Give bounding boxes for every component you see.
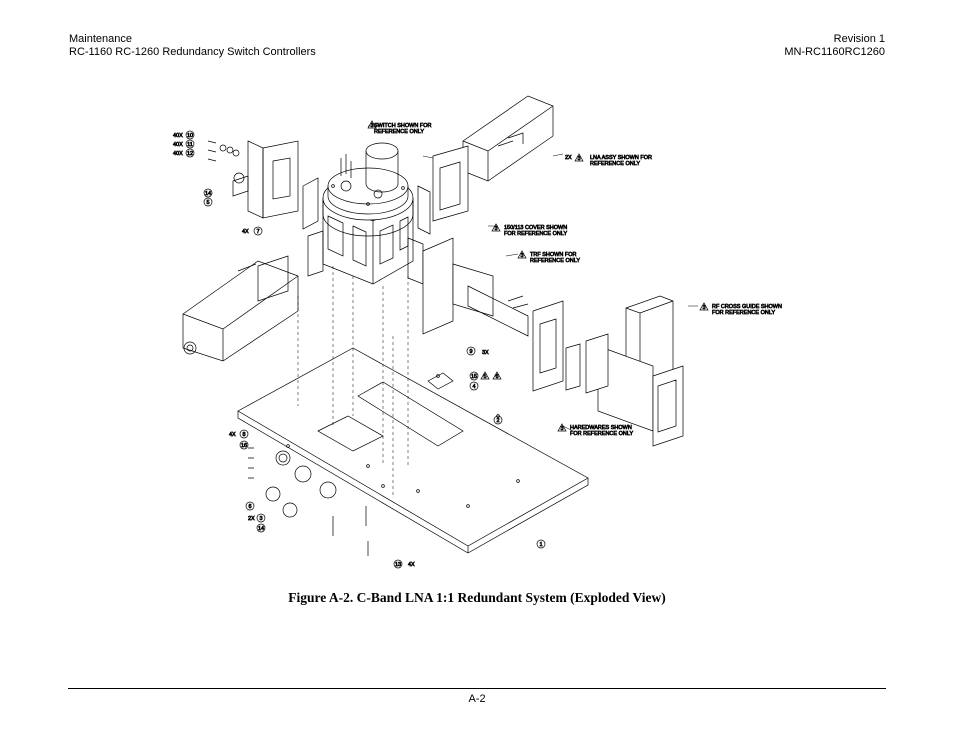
callout-trf-line2: REFERENCE ONLY <box>530 258 580 264</box>
balloon-9: 9 <box>469 349 472 355</box>
header-document-number: MN-RC1160RC1260 <box>784 46 885 58</box>
qty-label: 3X <box>482 350 489 356</box>
triangle-3: 3 <box>520 253 523 259</box>
balloon-5: 5 <box>206 200 209 206</box>
gasket <box>302 177 319 230</box>
callout-rfcross-line1: RF CROSS GUIDE SHOWN <box>712 304 782 310</box>
triangle-5: 5 <box>483 374 486 380</box>
balloon-1: 1 <box>539 542 542 548</box>
balloon-4: 4 <box>472 384 475 390</box>
header-revision: Revision 1 <box>833 33 885 45</box>
drawing-svg: SWITCH SHOWN FOR REFERENCE ONLY LNA ASSY… <box>173 95 782 569</box>
qty-label: 4X <box>242 229 249 235</box>
figure-caption: Figure A-2. C-Band LNA 1:1 Redundant Sys… <box>288 590 666 605</box>
triangle-6: 6 <box>495 374 498 380</box>
page-number: A-2 <box>468 693 486 705</box>
footer-rule <box>68 688 886 689</box>
callout-switch-line1: SWITCH SHOWN FOR <box>374 123 431 129</box>
balloon-12: 12 <box>187 151 193 157</box>
page-header-right: Revision 1 MN-RC1160RC1260 <box>784 33 885 59</box>
callout-lna-line2: REFERENCE ONLY <box>590 161 640 167</box>
balloon-7: 7 <box>256 229 259 235</box>
balloon-11: 11 <box>187 142 193 148</box>
callout-trf-line1: TRF SHOWN FOR <box>530 252 576 258</box>
balloon-10: 10 <box>187 133 193 139</box>
item-balloons: 10 11 12 14 5 7 9 15 4 2 8 16 6 3 14 1 1… <box>185 130 546 569</box>
triangle-3: 3 <box>702 305 705 311</box>
reference-triangles: 3 3 3 3 3 3 5 6 <box>367 120 709 432</box>
balloon-15: 15 <box>471 374 477 380</box>
triangle-3: 3 <box>494 226 497 232</box>
balloon-14: 14 <box>205 191 211 197</box>
qty-label: 4X <box>408 562 415 568</box>
triangle-3: 3 <box>370 123 373 129</box>
callout-rfcross-line2: FOR REFERENCE ONLY <box>712 310 775 316</box>
balloon-14: 14 <box>258 526 264 532</box>
header-section: Maintenance <box>69 33 132 45</box>
triangle-3: 3 <box>560 426 563 432</box>
callout-hardware-line1: HAREDWARES SHOWN <box>570 425 632 431</box>
page-header-left: Maintenance RC-1160 RC-1260 Redundancy S… <box>69 33 316 59</box>
switch-assembly <box>322 142 414 285</box>
bracket <box>427 372 454 390</box>
callout-cover-line2: FOR REFERENCE ONLY <box>504 231 567 237</box>
screw-set-top-left <box>207 140 240 162</box>
qty-label: 40X <box>173 151 183 157</box>
balloon-16: 16 <box>241 443 247 449</box>
callout-hardware-line2: FOR REFERENCE ONLY <box>570 431 633 437</box>
balloon-3: 3 <box>259 516 262 522</box>
alignment-lines <box>297 266 409 496</box>
qty-label: 2X <box>248 516 255 522</box>
qty-label: 40X <box>173 142 183 148</box>
callout-leaders <box>368 125 698 432</box>
qty-label: 2X <box>565 155 572 161</box>
exploded-view-drawing: SWITCH SHOWN FOR REFERENCE ONLY LNA ASSY… <box>168 86 790 582</box>
header-document-title: RC-1160 RC-1260 Redundancy Switch Contro… <box>69 46 316 58</box>
trf-assembly <box>422 237 564 392</box>
balloon-2: 2 <box>496 418 499 424</box>
lna-assembly-top-right <box>432 95 554 222</box>
waveguide-flange-top-left <box>232 140 299 219</box>
rf-cross-guide <box>565 295 684 447</box>
qty-label: 4X <box>229 432 236 438</box>
balloon-8: 8 <box>242 432 245 438</box>
gasket <box>417 185 431 235</box>
balloon-13: 13 <box>395 562 401 568</box>
screws <box>332 506 369 556</box>
lna-assembly-left <box>182 255 299 362</box>
triangle-3: 3 <box>577 156 580 162</box>
base-plate <box>237 347 589 554</box>
callout-switch-line2: REFERENCE ONLY <box>374 129 424 135</box>
connectors-lower-left <box>248 447 337 518</box>
callout-cover-line1: 150/113 COVER SHOWN <box>504 225 567 231</box>
gasket <box>307 230 324 277</box>
balloon-6: 6 <box>248 504 251 510</box>
callout-lna-line1: LNA ASSY SHOWN FOR <box>590 155 652 161</box>
qty-label: 40X <box>173 133 183 139</box>
